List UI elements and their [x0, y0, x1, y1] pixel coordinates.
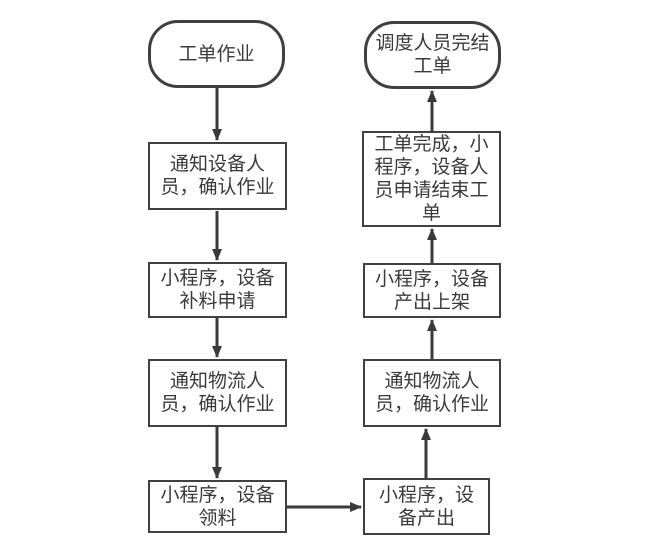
- node-equipment-output: 小程序，设备产出: [363, 478, 490, 535]
- node-apply-close-work-order: 工单完成，小程序，设备人员申请结束工单: [362, 131, 501, 227]
- node-start-work-order: 工单作业: [148, 20, 285, 88]
- node-label: 通知物流人员，确认作业: [160, 371, 275, 415]
- node-label: 小程序，设备领料: [160, 484, 275, 529]
- node-label: 小程序，设备补料申请: [160, 268, 275, 312]
- node-end-dispatcher-close-order: 调度人员完结工单: [364, 21, 501, 89]
- node-label: 通知设备人员，确认作业: [160, 154, 275, 198]
- node-label: 小程序，设备产出上架: [374, 268, 489, 313]
- node-notify-logistics-staff-1: 通知物流人员，确认作业: [148, 359, 287, 427]
- node-label: 小程序，设备产出: [378, 484, 474, 529]
- node-material-replenish-request: 小程序，设备补料申请: [148, 262, 287, 318]
- node-label: 工单作业: [178, 43, 255, 65]
- node-notify-equipment-staff: 通知设备人员，确认作业: [148, 142, 287, 210]
- node-output-shelving: 小程序，设备产出上架: [363, 263, 501, 318]
- node-material-pickup: 小程序，设备领料: [148, 480, 287, 533]
- node-label: 调度人员完结工单: [375, 33, 490, 77]
- node-label: 工单完成，小程序，设备人员申请结束工单: [374, 134, 489, 224]
- node-notify-logistics-staff-2: 通知物流人员，确认作业: [363, 359, 501, 427]
- node-label: 通知物流人员，确认作业: [374, 371, 489, 415]
